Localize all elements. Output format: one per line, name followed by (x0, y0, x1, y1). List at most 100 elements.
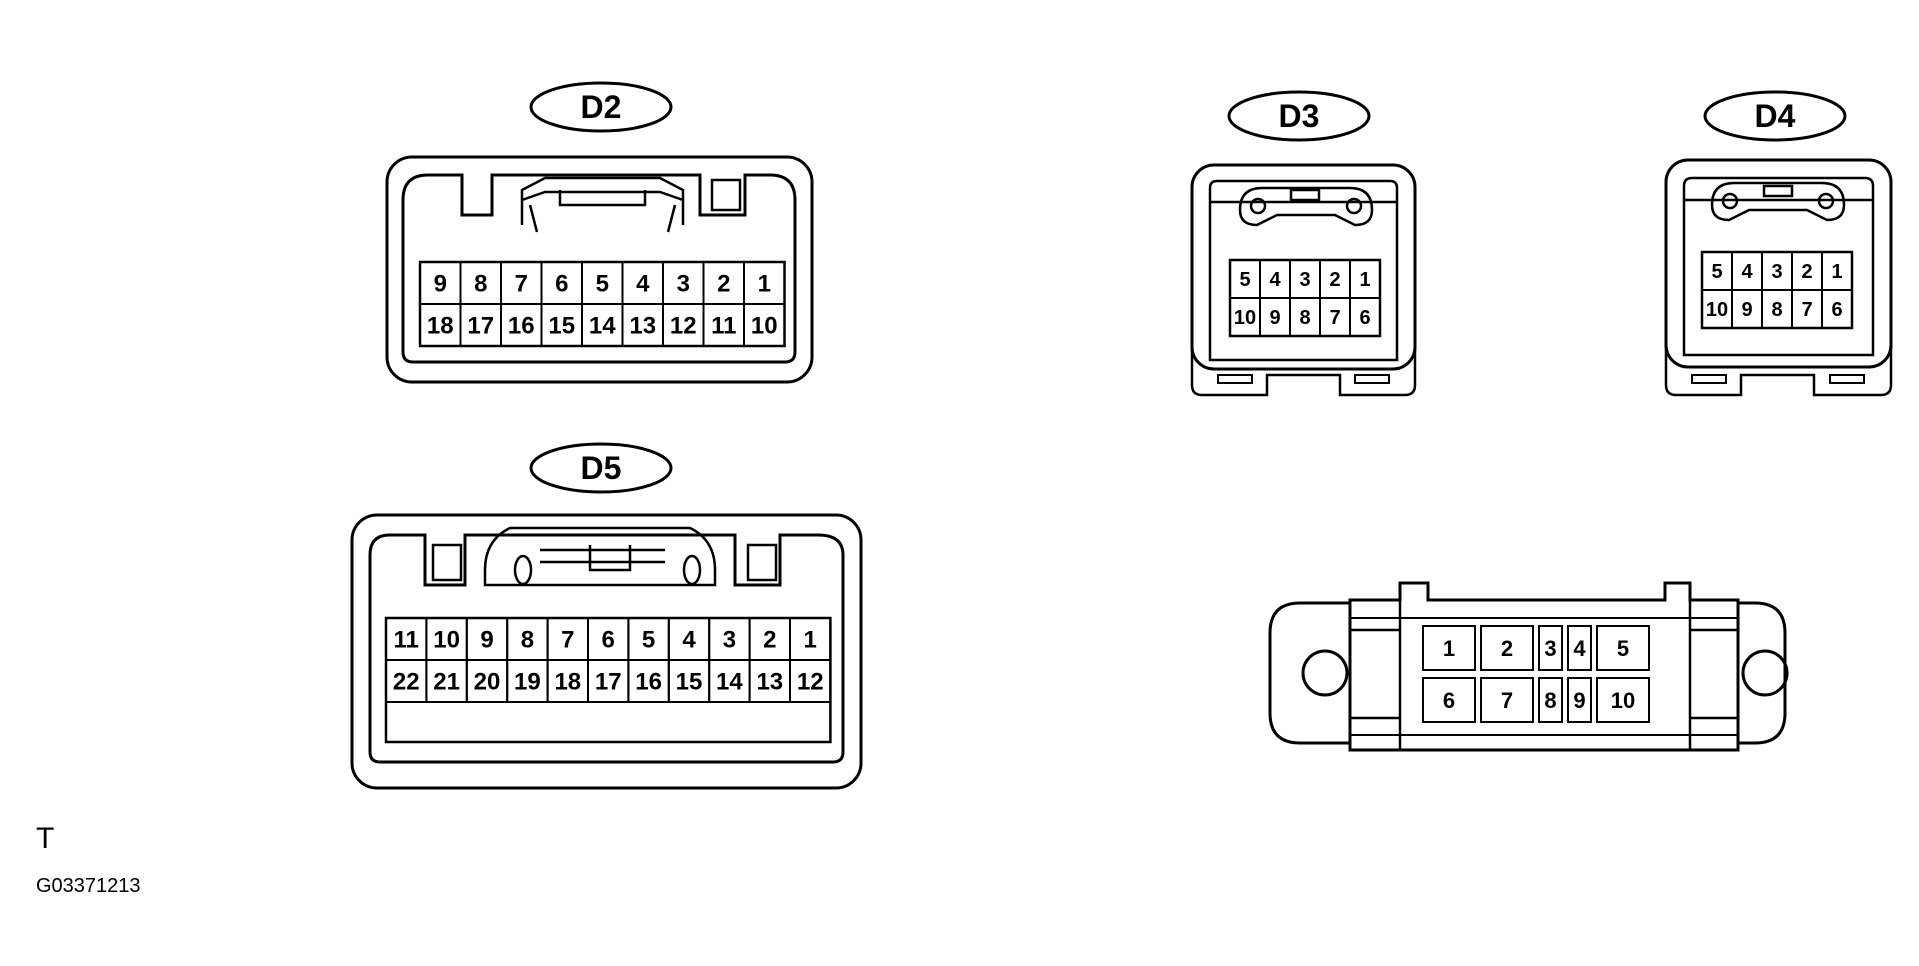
pin-number: 8 (1299, 307, 1310, 329)
pin-number: 10 (433, 627, 460, 654)
connector-d2-label: D2 (581, 89, 622, 125)
pin-number: 7 (561, 627, 574, 654)
pin-number: 17 (467, 313, 494, 340)
connector-d3-key (1289, 188, 1321, 202)
connector-d3-foot (1190, 345, 1417, 397)
connector-d3-latch (1238, 186, 1374, 227)
connector-d4-foot-slot-right (1829, 374, 1865, 384)
pin-number: 2 (763, 627, 776, 654)
pin-number: 1 (804, 627, 817, 654)
pin-number: 1 (1831, 261, 1842, 283)
pin-number: 13 (756, 669, 783, 696)
pin-cell (1422, 677, 1476, 723)
pin-number: 6 (1443, 688, 1455, 713)
connector-d5 (350, 442, 863, 790)
pin-number: 10 (1706, 299, 1728, 321)
pin-number: 1 (1359, 269, 1370, 291)
pin-number: 8 (1544, 688, 1556, 713)
pin-number: 15 (676, 669, 703, 696)
pin-number: 5 (596, 271, 609, 298)
pin-cell (1596, 625, 1650, 671)
connector-d4-latch (1710, 181, 1846, 222)
pin-cell (1422, 625, 1476, 671)
footer-mark: T (36, 822, 55, 855)
pin-number: 5 (1617, 636, 1629, 661)
connector-d2-housing (385, 155, 814, 384)
connector-d4-foot (1664, 345, 1893, 397)
connector-d5-housing (350, 513, 863, 790)
connector-d4-latch-hole-left (1721, 192, 1739, 210)
pin-number: 8 (521, 627, 534, 654)
pin-number: 3 (1771, 261, 1782, 283)
connector-flanged-bolt-hole-right (1741, 649, 1789, 697)
pin-number: 7 (515, 271, 528, 298)
pin-cell (1480, 625, 1534, 671)
pin-number: 4 (1269, 269, 1281, 291)
connector-d2-latch (520, 176, 685, 225)
connector-flanged-flange (1268, 601, 1787, 745)
pin-cell (1538, 677, 1563, 723)
pin-number: 5 (1239, 269, 1250, 291)
pin-number: 2 (1801, 261, 1812, 283)
connector-d4-latch-hole-right (1817, 192, 1835, 210)
connector-d2 (385, 81, 814, 384)
pin-number: 3 (1299, 269, 1310, 291)
pin-number: 7 (1801, 299, 1812, 321)
pin-number: 10 (751, 313, 778, 340)
connector-d3-foot-slot-left (1217, 374, 1253, 384)
connector-d3-label-ellipse (1227, 90, 1371, 142)
pin-number: 5 (1711, 261, 1722, 283)
connector-flanged-body (1348, 581, 1740, 752)
pin-grid-border (384, 616, 832, 744)
pin-number: 9 (1573, 688, 1585, 713)
connector-d5-label-ellipse (529, 442, 673, 494)
pin-cell (1567, 677, 1592, 723)
connector-d2-inner (401, 173, 797, 364)
connector-d4-label: D4 (1755, 98, 1796, 134)
pin-number: 14 (589, 313, 616, 340)
pin-number: 22 (393, 669, 420, 696)
pin-number: 2 (1501, 636, 1513, 661)
pin-number: 3 (1544, 636, 1556, 661)
connector-d3-latch-hole-left (1249, 197, 1267, 215)
pin-number: 8 (1771, 299, 1782, 321)
connector-d3-foot-slot-right (1354, 374, 1390, 384)
connector-d3-latch-hole-right (1345, 197, 1363, 215)
pin-number: 7 (1501, 688, 1513, 713)
pin-number: 10 (1611, 688, 1635, 713)
pin-number: 6 (1831, 299, 1842, 321)
pin-number: 20 (474, 669, 501, 696)
pin-number: 18 (427, 313, 454, 340)
pin-number: 1 (758, 271, 771, 298)
connector-d5-key-right (746, 543, 778, 582)
connector-d5-latch-hole-left (513, 554, 533, 586)
pin-number: 16 (635, 669, 662, 696)
connector-flanged-inner-frame (1350, 600, 1738, 750)
connector-flanged (1268, 581, 1789, 752)
connector-d5-key-left (431, 543, 463, 582)
pin-grid-border (1228, 258, 1382, 338)
pin-number: 14 (716, 669, 743, 696)
pin-number: 18 (554, 669, 581, 696)
pin-cell (1596, 677, 1650, 723)
connector-d4-inner (1682, 176, 1875, 357)
connector-d5-label: D5 (581, 450, 622, 486)
pin-number: 9 (434, 271, 447, 298)
connector-d2-lock-right (666, 204, 677, 233)
pin-number: 2 (1329, 269, 1340, 291)
pin-cell (1538, 625, 1563, 671)
footer-code: G03371213 (36, 875, 141, 897)
connector-d4-foot-slot-left (1691, 374, 1727, 384)
pin-number: 7 (1329, 307, 1340, 329)
pin-grid-border (418, 260, 786, 348)
pin-number: 15 (548, 313, 575, 340)
pin-number: 4 (682, 627, 696, 654)
connector-d4-label-ellipse (1703, 90, 1847, 142)
connector-d5-latch-hole-right (682, 554, 702, 586)
connector-flanged-bolt-hole-left (1301, 649, 1349, 697)
pin-number: 21 (433, 669, 460, 696)
